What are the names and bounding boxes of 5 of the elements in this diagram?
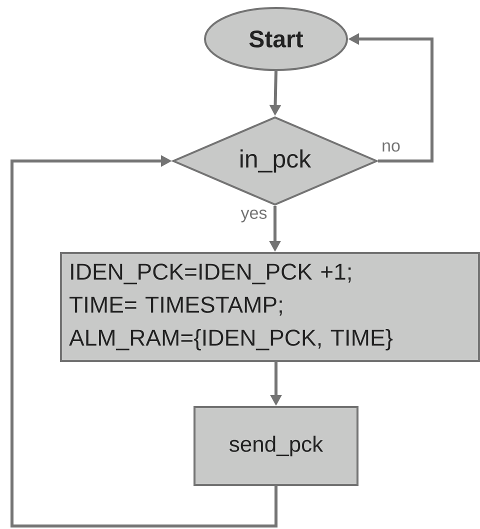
edge-label: yes [240,208,268,224]
process-box: send_pck [194,406,358,486]
edge-label: no [380,141,402,153]
process-box: IDEN_PCK=IDEN_PCK +1; TIME= TIMESTAMP; ALM_RAM={IDEN_PCK, TIME} [60,252,480,362]
arrow [10,155,278,528]
